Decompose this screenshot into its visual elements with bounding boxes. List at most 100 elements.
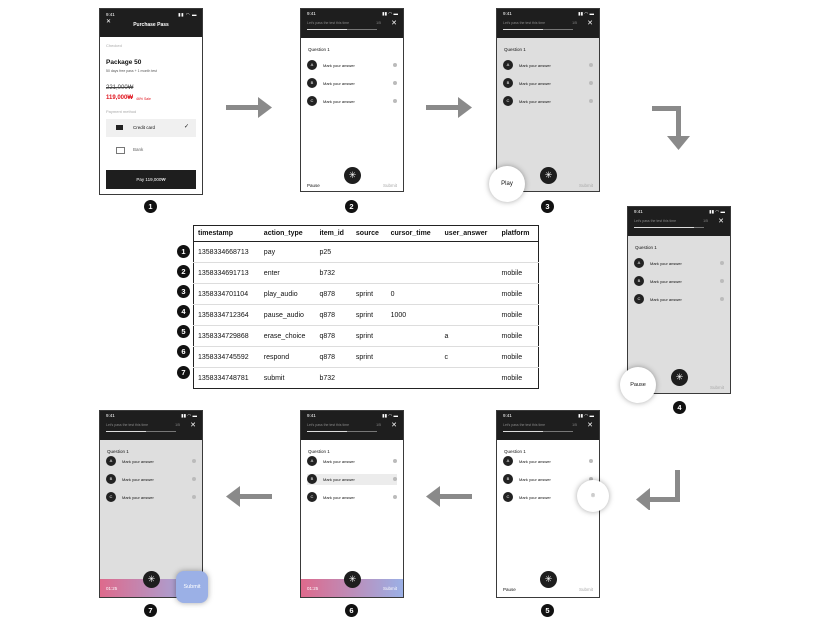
table-cell: submit [263,374,285,382]
option-letter: B [106,474,116,484]
option-dot-icon [589,99,593,103]
col-header: user_answer [440,225,498,242]
submit-button[interactable]: Submit [709,385,724,390]
table-cell: b732 [315,262,352,284]
progress-bar [634,227,704,228]
quiz-screen-erase: 9:41 ▮▮ ◠ ▬ Let's pass the test this tim… [496,410,600,598]
table-cell: 1000 [386,304,441,326]
hint-text: Let's pass the test this time [106,423,149,427]
table-cell: q878 [315,304,352,326]
pay-button[interactable]: Pay 119,000₩ [106,170,196,189]
option-letter: C [503,96,513,106]
audio-icon[interactable]: ✳ [344,167,361,184]
option-text: Mark your answer [519,495,551,500]
option-text: Mark your answer [323,99,355,104]
submit-button[interactable]: Submit [578,587,593,592]
option-letter: A [106,456,116,466]
close-icon[interactable]: ✕ [718,218,724,225]
hint-text: Let's pass the test this time [307,423,350,427]
arrow-bend-left-icon [636,470,680,510]
option-dot-icon [589,477,593,481]
pause-callout[interactable]: Pause [620,367,656,403]
close-icon[interactable]: ✕ [391,422,397,429]
option-letter: A [503,456,513,466]
arrow-right-icon [226,97,272,118]
status-time: 9:41 [634,209,643,214]
table-cell: pay [259,241,316,263]
erase-callout-icon[interactable]: ⊗ [577,480,609,512]
audio-icon[interactable]: ✳ [671,369,688,386]
option-letter: B [503,78,513,88]
quiz-header: 9:41 ▮▮ ◠ ▬ Let's pass the test this tim… [100,411,202,440]
section-label: Checked [106,43,122,48]
option-dot-icon [393,459,397,463]
option-dot-icon [720,297,724,301]
arrow-bend-down-icon [652,106,690,150]
play-callout[interactable]: Play [489,166,525,202]
step-marker-7: 7 [144,604,157,617]
table-cell: mobile [501,374,523,382]
table-cell: sprint [351,283,387,305]
table-cell: mobile [497,346,539,368]
pause-button[interactable]: Pause [503,587,516,592]
option-letter: A [307,60,317,70]
bank-option[interactable]: Bank [106,141,196,159]
option-dot-icon [393,477,397,481]
credit-card-option[interactable]: Credit card ✓ [106,119,196,137]
submit-button[interactable]: Submit [382,586,397,591]
option-text: Mark your answer [519,63,551,68]
submit-button[interactable]: Submit [578,183,593,188]
counter: 1/5 [376,423,381,427]
close-icon[interactable]: ✕ [106,19,112,25]
table-cell: 0 [386,283,441,305]
submit-button[interactable]: Submit [382,183,397,188]
option-letter: B [634,276,644,286]
progress-bar [503,431,573,432]
table-cell [440,283,498,305]
audio-icon[interactable]: ✳ [344,571,361,588]
submit-callout[interactable]: Submit [176,571,208,603]
question-title: Question 1 [308,47,330,52]
step-marker-5: 5 [541,604,554,617]
hint-text: Let's pass the test this time [503,423,546,427]
audio-icon[interactable]: ✳ [143,571,160,588]
close-icon[interactable]: ✕ [190,422,196,429]
row-marker-6: 6 [177,345,190,358]
audio-icon[interactable]: ✳ [540,167,557,184]
option-letter: C [307,492,317,502]
option-letter: C [106,492,116,502]
audio-icon[interactable]: ✳ [540,571,557,588]
close-icon[interactable]: ✕ [587,20,593,27]
table-cell: 1358334691713 [193,262,260,284]
pause-button[interactable]: Pause [307,183,320,188]
close-icon[interactable]: ✕ [391,20,397,27]
option-text: Mark your answer [519,477,551,482]
close-icon[interactable]: ✕ [587,422,593,429]
table-cell: b732 [319,374,336,382]
step-marker-6: 6 [345,604,358,617]
purchase-screen: 9:41 ▮▮ ◠ ▬ ✕ Purchase Pass Checked Pack… [99,8,203,195]
table-cell [387,368,441,389]
option-dot-icon [192,477,196,481]
table-cell [352,368,387,389]
table-cell [440,262,498,284]
step-marker-1: 1 [144,200,157,213]
